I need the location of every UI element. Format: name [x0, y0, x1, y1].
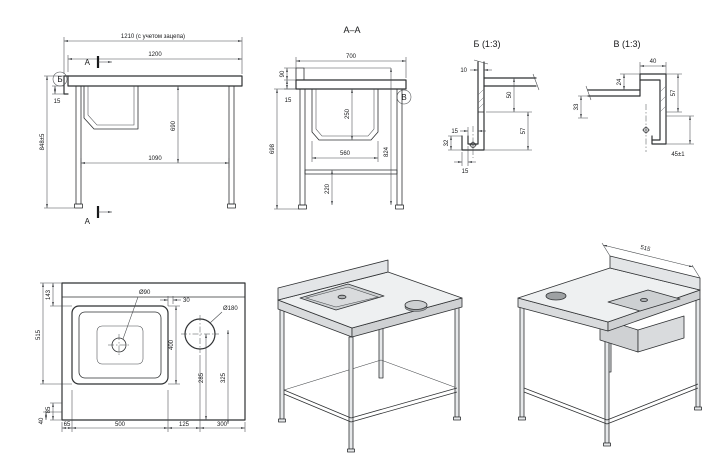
section-cut-marks: A A [85, 56, 112, 226]
dim-500-label: 500 [115, 422, 126, 428]
detail-b-dimensions: 10 50 57 32 15 15 [444, 68, 532, 175]
dim-325-label: 325 [221, 372, 227, 383]
dim-57v-label: 57 [671, 89, 677, 96]
plan-view: Ø90 Ø180 143 515 85 40 400 30 285 [36, 282, 246, 432]
dim-15b-label: 15 [451, 129, 458, 135]
front-view-geometry [63, 75, 243, 209]
section-mark-top-label: A [85, 58, 91, 67]
plan-view-dimensions: Ø90 Ø180 143 515 85 40 400 30 285 [36, 282, 246, 432]
plan-view-geometry [61, 282, 246, 421]
dim-under-top-label: 690 [171, 120, 177, 131]
dim-33-label: 33 [574, 103, 580, 110]
dim-full-height-label: 824 [384, 146, 390, 157]
section-view-dimensions: 700 90 15 250 698 824 560 220 [270, 54, 407, 210]
dim-125-label: 125 [179, 422, 190, 428]
dim-30-label: 30 [183, 298, 190, 304]
dim-24-label: 24 [617, 78, 623, 85]
dim-515-iso-label: 515 [640, 245, 652, 253]
section-view-geometry [295, 67, 407, 210]
dim-300-label: 300 [217, 422, 228, 428]
dim-45-label: 45±1 [671, 152, 685, 158]
dim-brace-label: 220 [325, 183, 331, 194]
detail-b-geometry [461, 59, 540, 158]
dim-65-label: 65 [64, 422, 71, 428]
detail-v-geometry [585, 73, 667, 152]
waste-hole-back [545, 291, 567, 301]
dim-400-label: 400 [169, 339, 175, 350]
dim-50-label: 50 [507, 91, 513, 98]
dim-topthk-label: 15 [285, 98, 292, 104]
dim-32-label: 32 [444, 139, 450, 146]
dim-splash-label: 90 [280, 70, 286, 77]
detail-v-view: В (1:3) 40 24 57 33 45 [574, 39, 694, 158]
dim-515-label: 515 [36, 329, 42, 340]
dim-40-label: 40 [650, 59, 657, 65]
dim-bowl-depth-label: 250 [345, 108, 351, 119]
dim-143-label: 143 [46, 289, 52, 300]
dim-height-label: 848±5 [40, 133, 46, 150]
detail-v-dimensions: 40 24 57 33 45±1 [574, 59, 694, 158]
dim-bowl-width-label: 560 [340, 151, 351, 157]
iso-front-view [277, 259, 463, 453]
front-view-dimensions: 1210 (с учетом зацепа) 1200 15 848±5 690… [40, 34, 243, 209]
section-view: А–А В 700 90 15 250 [270, 25, 412, 210]
dim-15a-label: 15 [462, 169, 469, 175]
detail-b-view: Б (1:3) 10 50 57 32 [444, 39, 540, 175]
dim-under-height-label: 698 [270, 143, 276, 154]
section-mark-bottom-label: A [85, 217, 91, 226]
dim-leg-span-label: 1090 [148, 156, 162, 162]
detail-b-mark-label: Б [57, 75, 62, 84]
dim-40-label-plan: 40 [39, 417, 45, 424]
drain-hole [337, 294, 347, 300]
detail-v-title: В (1:3) [613, 39, 640, 49]
dim-top-width-label: 1200 [148, 52, 162, 58]
dim-total-width-label: 1210 (с учетом зацепа) [121, 34, 185, 40]
section-title: А–А [343, 25, 360, 35]
dim-hole-label: Ø180 [223, 306, 238, 312]
dim-10-label: 10 [460, 68, 467, 74]
dim-lip-label: 15 [54, 99, 61, 105]
detail-v-callout: В [396, 89, 412, 105]
dim-drain-label: Ø90 [139, 290, 151, 296]
dim-85-label: 85 [46, 406, 52, 413]
dim-285-label: 285 [199, 372, 205, 383]
iso-back-view: 515 [517, 242, 702, 447]
dim-57-label: 57 [521, 127, 527, 134]
iso-back-dimensions: 515 [601, 242, 701, 279]
dim-depth-label: 700 [346, 54, 357, 60]
waste-hole [404, 300, 428, 310]
detail-b-callout: Б [52, 71, 68, 87]
detail-b-title: Б (1:3) [474, 39, 501, 49]
front-view: 1210 (с учетом зацепа) 1200 15 848±5 690… [40, 34, 243, 226]
detail-v-mark-label: В [401, 93, 406, 102]
